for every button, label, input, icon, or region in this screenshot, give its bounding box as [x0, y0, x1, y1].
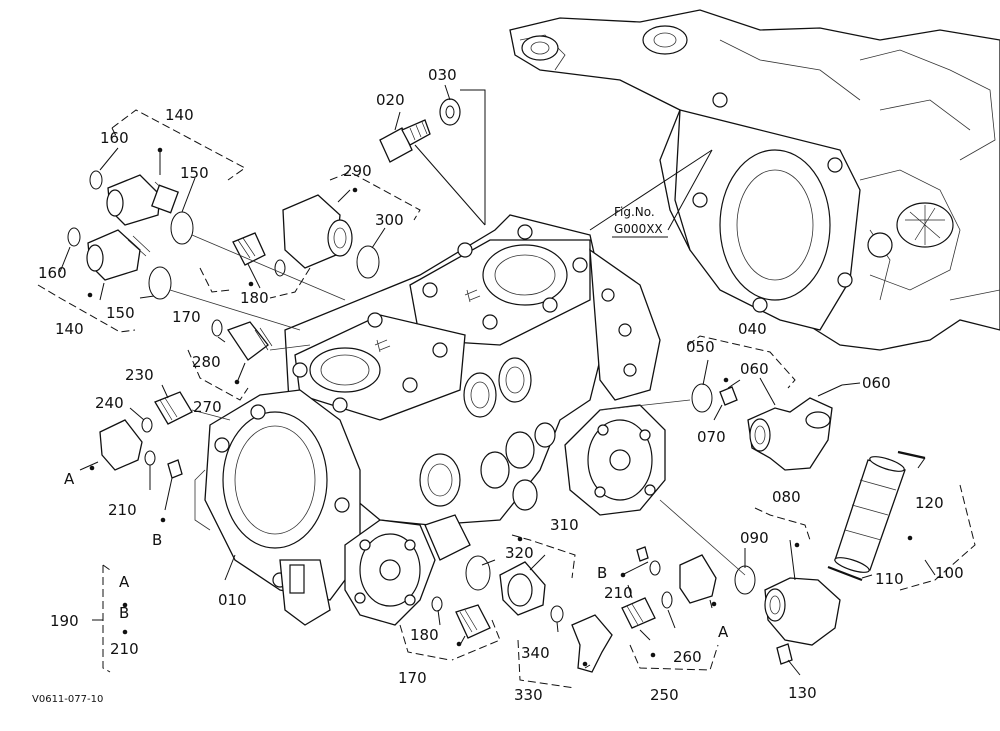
callout-320: 320 [505, 544, 534, 562]
callout-230: 230 [125, 366, 154, 384]
callout-090: 090 [740, 529, 769, 547]
legend-number: 190 [50, 612, 79, 630]
callout-160-b: 160 [38, 264, 67, 282]
callout-210-b: 210 [604, 584, 633, 602]
callout-050: 050 [686, 338, 715, 356]
callout-020: 020 [376, 91, 405, 109]
callout-170-b: 170 [398, 669, 427, 687]
callout-060-a: 060 [740, 360, 769, 378]
callout-170-a: 170 [172, 308, 201, 326]
fig-label: Fig.No. [614, 205, 655, 219]
callout-120: 120 [915, 494, 944, 512]
transmission-housing [509, 9, 1000, 351]
callout-250: 250 [650, 686, 679, 704]
callout-180-b: 180 [410, 626, 439, 644]
callout-030: 030 [428, 66, 457, 84]
callout-110: 110 [875, 570, 904, 588]
callout-a-right: A [718, 623, 729, 641]
legend-line-b: B [119, 604, 129, 622]
legend-line-c: 210 [110, 640, 139, 658]
callout-b-left: B [152, 531, 162, 549]
callout-150-b: 150 [106, 304, 135, 322]
callout-080: 080 [772, 488, 801, 506]
callout-b-right: B [597, 564, 607, 582]
callout-280: 280 [192, 353, 221, 371]
callout-160-a: 160 [100, 129, 129, 147]
left-fittings [67, 98, 461, 479]
callout-180-a: 180 [240, 289, 269, 307]
callout-340: 340 [521, 644, 550, 662]
bottom-fittings [431, 546, 717, 673]
callout-240: 240 [95, 394, 124, 412]
leader-lines [37, 84, 976, 689]
callout-330: 330 [514, 686, 543, 704]
callout-010: 010 [218, 591, 247, 609]
callout-310: 310 [550, 516, 579, 534]
callout-060-b: 060 [862, 374, 891, 392]
callout-100: 100 [935, 564, 964, 582]
callout-a-left: A [64, 470, 75, 488]
fig-code: G000XX [614, 222, 663, 236]
callout-140-a: 140 [165, 106, 194, 124]
callout-300: 300 [375, 211, 404, 229]
legend-190: 190 A B 210 [50, 573, 139, 658]
figure-reference: Fig.No. G000XX V0611-077-10 [32, 205, 668, 705]
callout-260: 260 [673, 648, 702, 666]
callout-labels: 010 020 030 040 050 060 060 070 080 090 … [38, 66, 964, 704]
legend-line-a: A [119, 573, 130, 591]
callout-130: 130 [788, 684, 817, 702]
callout-140-b: 140 [55, 320, 84, 338]
callout-070: 070 [697, 428, 726, 446]
callout-290: 290 [343, 162, 372, 180]
callout-150-a: 150 [180, 164, 209, 182]
callout-210-a: 210 [108, 501, 137, 519]
pump-body [194, 214, 666, 626]
leader-dots [87, 147, 913, 667]
callout-270: 270 [193, 398, 222, 416]
callout-040: 040 [738, 320, 767, 338]
right-fittings [691, 383, 926, 665]
cover-bolts [292, 224, 588, 413]
drawing-code: V0611-077-10 [32, 694, 103, 705]
